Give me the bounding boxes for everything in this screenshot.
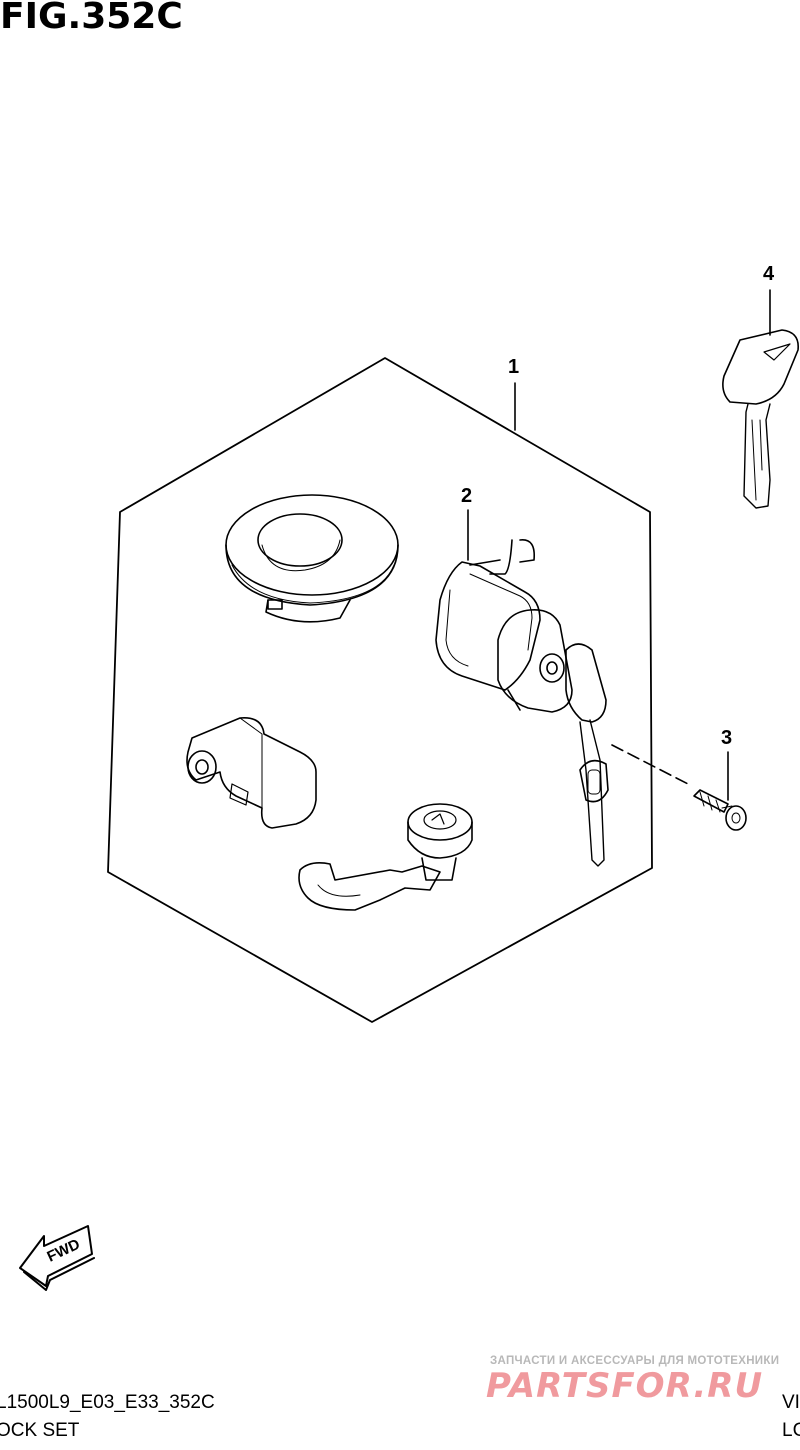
footer-right-line1: VI	[782, 1392, 800, 1413]
figure-title: FIG.352C	[0, 0, 183, 37]
footer-section-name: OCK SET	[0, 1420, 80, 1441]
footer-model-code: L1500L9_E03_E33_352C	[0, 1392, 215, 1413]
watermark-tagline: ЗАПЧАСТИ И АКСЕССУАРЫ ДЛЯ МОТОТЕХНИКИ	[490, 1355, 780, 1367]
callout-2: 2	[461, 485, 473, 507]
callout-4: 4	[763, 263, 775, 285]
main-lock-body-part	[435, 539, 609, 867]
callout-3: 3	[721, 727, 733, 749]
side-case-lock-part	[186, 717, 317, 829]
footer-right-line2: LC	[782, 1420, 800, 1441]
screw-part	[693, 789, 747, 831]
cap-lock-part	[225, 494, 399, 623]
watermark-brand: PARTSFOR.RU	[486, 1366, 764, 1406]
leader-dash-screw	[611, 744, 691, 786]
callout-1: 1	[508, 356, 520, 378]
lock-set-kit-frame	[107, 357, 653, 1023]
fwd-direction-arrow: FWD	[19, 1225, 95, 1291]
cam-lock-latch-part	[298, 803, 473, 911]
key-part	[722, 329, 799, 509]
